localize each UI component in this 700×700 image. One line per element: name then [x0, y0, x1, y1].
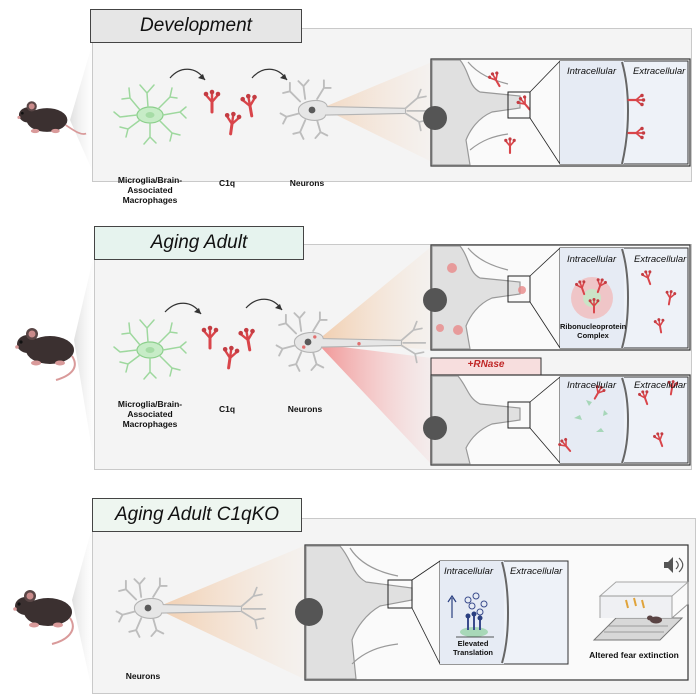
aging-intracellular-label: Intracellular — [567, 254, 617, 265]
aging-c1q-label: C1q — [218, 404, 236, 414]
mouse-icon — [17, 101, 87, 135]
mouse-icon — [15, 328, 76, 381]
development-microglia-label: Microglia/Brain-Associated Macrophages — [117, 175, 183, 205]
development-c1q-label: C1q — [218, 178, 236, 188]
mouse-icon — [13, 590, 74, 645]
elevated-translation-label: Elevated Translation — [452, 639, 493, 657]
beam — [318, 246, 432, 350]
development-title: Development — [90, 9, 302, 43]
aging-microglia-label: Microglia/Brain-Associated Macrophages — [117, 399, 183, 429]
c1qko-neurons-label: Neurons — [125, 671, 161, 681]
development-zoom-box — [423, 58, 691, 167]
aging-title: Aging Adult — [94, 226, 304, 260]
neuron-icon — [275, 311, 427, 372]
c1qko-zoom-box — [295, 544, 689, 681]
ribonucleoprotein-complex-label: Ribonucleoprotein Complex — [560, 322, 627, 340]
up-arrow-icon — [447, 594, 457, 618]
rnase-intracellular-label: Intracellular — [567, 380, 617, 391]
aging-extracellular-label: Extracellular — [634, 254, 687, 265]
speaker-icon — [664, 557, 684, 573]
altered-fear-extinction-label: Altered fear extinction — [589, 650, 679, 660]
development-neurons-label: Neurons — [289, 178, 325, 188]
development-extracellular-label: Extracellular — [633, 66, 686, 77]
rnase-extracellular-label: Extracellular — [634, 380, 687, 391]
aging-zoom-box — [423, 244, 691, 351]
mouse-cone — [70, 45, 92, 170]
beam — [318, 344, 432, 465]
fear-chamber-icon — [592, 581, 690, 641]
rnase-zoom-box — [423, 374, 691, 466]
c1qko-intracellular-label: Intracellular — [444, 566, 494, 577]
mouse-cone — [72, 528, 92, 690]
c1q-icon — [202, 88, 262, 137]
c1qko-extracellular-label: Extracellular — [510, 566, 563, 577]
development-intracellular-label: Intracellular — [567, 66, 617, 77]
aging-neurons-label: Neurons — [287, 404, 323, 414]
c1q-icon — [200, 324, 260, 371]
microglia-icon — [113, 319, 187, 380]
microglia-icon — [113, 84, 187, 145]
rnase-label: +RNase — [467, 359, 505, 370]
c1qko-title: Aging Adult C1qKO — [92, 498, 302, 532]
mouse-cone — [74, 255, 94, 462]
beam — [155, 545, 306, 680]
